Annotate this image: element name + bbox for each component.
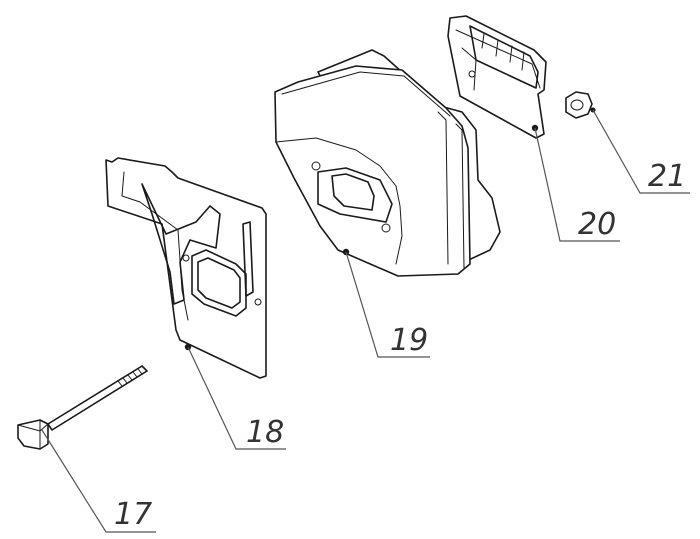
- leader-line-20: [534, 127, 620, 242]
- bolt-part: [17, 365, 148, 450]
- callout-20: 20: [578, 207, 616, 242]
- leader-line-19: [345, 251, 430, 358]
- callout-21: 21: [648, 159, 686, 194]
- callout-18: 18: [246, 415, 284, 450]
- spark-screen-cover-part: [447, 15, 547, 139]
- callout-19: 19: [390, 323, 428, 358]
- callout-17: 17: [114, 497, 152, 532]
- gasket-part: [105, 157, 267, 379]
- muffler-part: [274, 49, 501, 277]
- leader-line-17: [41, 429, 156, 533]
- leader-line-18: [187, 346, 286, 450]
- nut-part: [565, 91, 596, 119]
- leader-line-21: [592, 109, 690, 194]
